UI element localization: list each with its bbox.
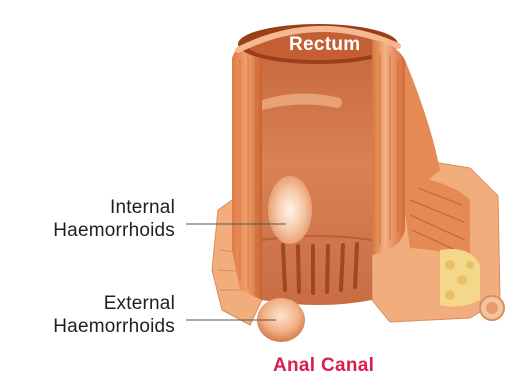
anal-canal-label: Anal Canal [273,354,374,377]
rectum-right-wall [372,40,405,255]
external-label-line2: Haemorrhoids [0,315,175,338]
internal-haemorrhoid [268,176,312,244]
rectum-label: Rectum [289,33,360,56]
external-haemorrhoids-label: External Haemorrhoids [0,292,175,338]
rectum-left-wall [232,32,262,300]
internal-label-line1: Internal [0,196,175,219]
internal-label-line2: Haemorrhoids [0,219,175,242]
external-label-line1: External [0,292,175,315]
internal-haemorrhoids-label: Internal Haemorrhoids [0,196,175,242]
